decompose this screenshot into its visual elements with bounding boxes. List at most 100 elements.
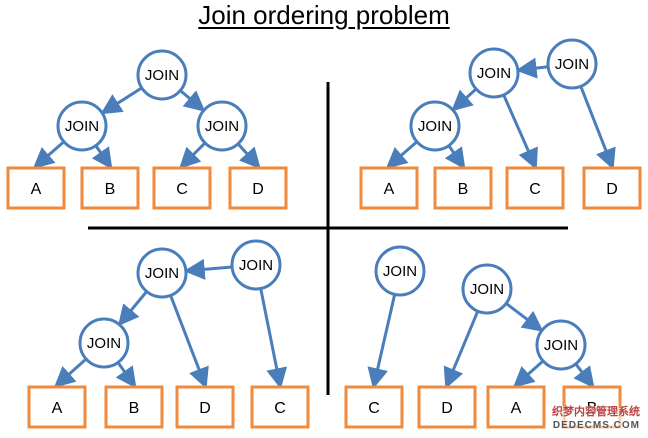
edge-q1-4 xyxy=(91,144,113,170)
join-node-circle xyxy=(56,100,108,152)
join-node-circle xyxy=(461,263,513,315)
edge-q3-1 xyxy=(183,258,233,280)
join-node-label: JOIN xyxy=(205,118,239,135)
join-node-circle xyxy=(535,319,587,371)
relation-label: C xyxy=(176,181,188,198)
relation-box xyxy=(582,166,642,210)
edge-q1-3 xyxy=(32,140,65,169)
join-node-circle xyxy=(196,100,248,152)
relation-label: A xyxy=(31,181,42,198)
join-node-circle xyxy=(136,49,188,101)
join-node-label: JOIN xyxy=(470,281,504,298)
join-node-label: JOIN xyxy=(65,118,99,135)
relation-box xyxy=(433,166,493,210)
edge-q2-6 xyxy=(444,144,466,170)
relation-box xyxy=(359,166,419,210)
join-node-label: JOIN xyxy=(477,65,511,82)
join-node-circle xyxy=(546,38,598,90)
edge-q2-5 xyxy=(385,140,418,169)
join-node-label: JOIN xyxy=(383,263,417,280)
join-node-label: JOIN xyxy=(555,56,589,73)
relation-label: C xyxy=(529,181,541,198)
relation-box xyxy=(6,166,66,210)
relation-label: C xyxy=(274,400,286,417)
relation-leaf: B xyxy=(80,166,140,210)
join-node-circle xyxy=(230,239,282,291)
join-node-label: JOIN xyxy=(418,118,452,135)
join-node-label: JOIN xyxy=(239,257,273,274)
relation-label: A xyxy=(511,400,522,417)
edge-q2-2 xyxy=(451,87,478,112)
relation-label: D xyxy=(441,400,453,417)
edge-q3-3 xyxy=(169,294,209,389)
join-node-label: JOIN xyxy=(145,265,179,282)
edge-q1-5 xyxy=(179,141,207,169)
relation-box xyxy=(486,385,546,429)
edge-q2-3 xyxy=(502,94,538,170)
edge-q4-1 xyxy=(505,302,544,332)
relation-box xyxy=(417,385,477,429)
relation-leaf: D xyxy=(582,166,642,210)
watermark: 织梦内容管理系统 DEDECMS.COM xyxy=(552,406,640,432)
relation-label: C xyxy=(368,400,380,417)
relation-leaf: B xyxy=(104,385,164,429)
join-node-label: JOIN xyxy=(87,335,121,352)
relation-label: B xyxy=(129,400,140,417)
relation-box xyxy=(175,385,235,429)
watermark-line-2: DEDECMS.COM xyxy=(552,420,640,431)
edge-q3-5 xyxy=(53,357,88,388)
join-node: JOIN xyxy=(409,100,461,152)
relation-label: A xyxy=(384,181,395,198)
relation-leaf: C xyxy=(344,385,404,429)
join-node: JOIN xyxy=(461,263,513,315)
edge-q1-1 xyxy=(100,86,143,115)
join-node: JOIN xyxy=(546,38,598,90)
relation-leaf: A xyxy=(6,166,66,210)
edge-q1-2 xyxy=(179,89,206,112)
join-node: JOIN xyxy=(230,239,282,291)
relation-leaf: D xyxy=(175,385,235,429)
relation-leaf: D xyxy=(417,385,477,429)
join-node: JOIN xyxy=(196,100,248,152)
watermark-line-1: 织梦内容管理系统 xyxy=(552,406,640,418)
relation-box xyxy=(152,166,212,210)
relation-box xyxy=(80,166,140,210)
relation-label: D xyxy=(606,181,618,198)
edge-q4-5 xyxy=(573,363,595,389)
edge-q4-2 xyxy=(443,310,480,389)
edge-q1-6 xyxy=(236,142,261,170)
edge-q3-6 xyxy=(115,361,137,389)
edge-q3-4 xyxy=(259,288,288,390)
relation-label: B xyxy=(105,181,116,198)
relation-leaf: C xyxy=(152,166,212,210)
relation-leaf: C xyxy=(250,385,310,429)
join-node-circle xyxy=(468,47,520,99)
join-node-circle xyxy=(374,245,426,297)
join-node: JOIN xyxy=(535,319,587,371)
join-node-circle xyxy=(409,100,461,152)
relation-box xyxy=(344,385,404,429)
relation-leaf: A xyxy=(27,385,87,429)
relation-leaf: C xyxy=(505,166,565,210)
join-node: JOIN xyxy=(468,47,520,99)
diagram-title: Join ordering problem xyxy=(198,0,450,30)
relation-box xyxy=(250,385,310,429)
join-node: JOIN xyxy=(56,100,108,152)
relation-box xyxy=(228,166,288,210)
join-node-circle xyxy=(136,247,188,299)
join-node-label: JOIN xyxy=(544,337,578,354)
relation-box xyxy=(505,166,565,210)
join-node: JOIN xyxy=(136,247,188,299)
edge-q4-4 xyxy=(512,359,545,388)
join-node-circle xyxy=(78,317,130,369)
join-node-label: JOIN xyxy=(145,67,179,84)
edge-q4-3 xyxy=(367,294,397,390)
relation-box xyxy=(104,385,164,429)
relation-label: B xyxy=(458,181,469,198)
join-node: JOIN xyxy=(78,317,130,369)
relation-leaf: A xyxy=(486,385,546,429)
edge-q3-2 xyxy=(117,290,148,327)
join-node: JOIN xyxy=(374,245,426,297)
relation-label: D xyxy=(199,400,211,417)
